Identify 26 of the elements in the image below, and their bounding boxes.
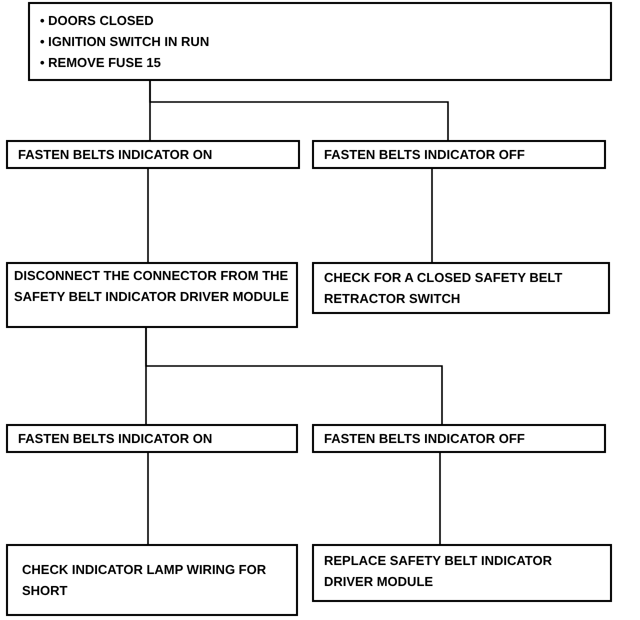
connector-line [149, 81, 449, 140]
process-box [28, 2, 612, 81]
step-text: • DOORS CLOSED [40, 12, 155, 30]
process-box [6, 544, 298, 616]
connector-line [147, 453, 149, 544]
step-text: FASTEN BELTS INDICATOR ON [18, 430, 214, 448]
step-text: DISCONNECT THE CONNECTOR FROM THE SAFETY BELT INDICATOR DRIVER MODULE [14, 267, 290, 306]
step-text: CHECK INDICATOR LAMP WIRING FOR SHORT [22, 561, 268, 600]
connector-line [147, 169, 149, 262]
process-box [312, 424, 606, 453]
step-text: FASTEN BELTS INDICATOR OFF [324, 146, 526, 164]
process-box [6, 424, 298, 453]
step-text: FASTEN BELTS INDICATOR ON [18, 146, 214, 164]
step-text: • IGNITION SWITCH IN RUN [40, 33, 210, 51]
process-box [6, 140, 300, 169]
connector-line [145, 328, 443, 424]
step-text: • REMOVE FUSE 15 [40, 54, 162, 72]
step-text: FASTEN BELTS INDICATOR OFF [324, 430, 526, 448]
process-box [6, 262, 298, 328]
process-box [312, 544, 612, 602]
connector-line [439, 453, 441, 544]
process-box [312, 140, 606, 169]
process-box [312, 262, 610, 314]
step-text: REPLACE SAFETY BELT INDICATOR DRIVER MODULE [324, 552, 553, 591]
step-text: CHECK FOR A CLOSED SAFETY BELT RETRACTOR SWITCH [324, 269, 564, 308]
connector-line [431, 169, 433, 262]
